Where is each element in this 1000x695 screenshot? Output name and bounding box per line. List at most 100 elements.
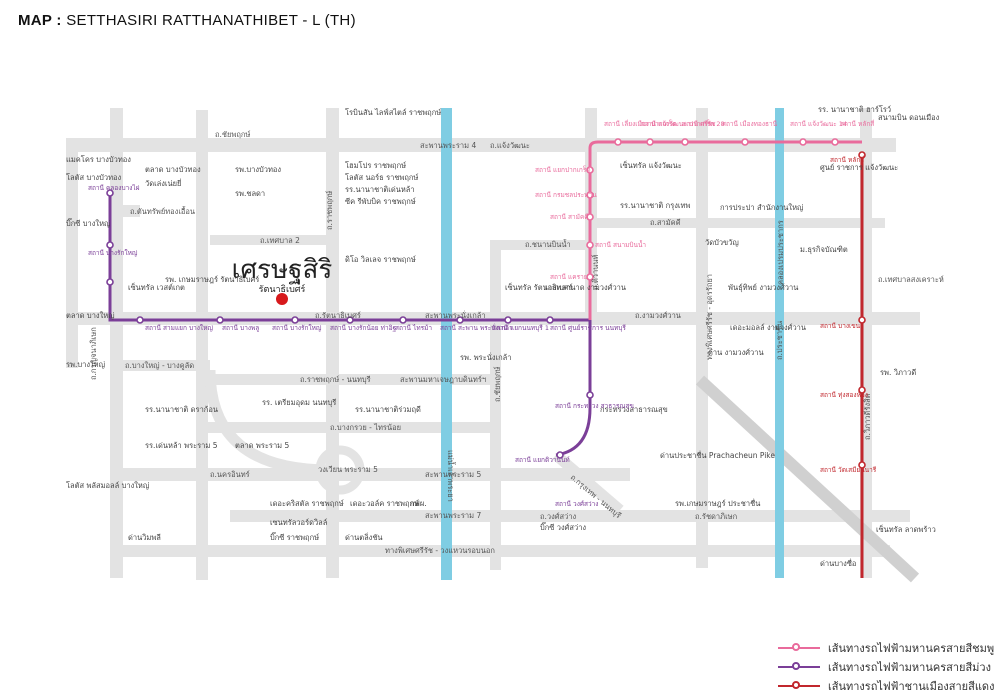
road-label: ทางพิเศษศรีรัช - อุดรรัถยา (705, 274, 714, 360)
poi-label: รพ.ชลดา (235, 189, 265, 198)
road-label: แม่น้ำเจ้าพระยา (446, 450, 456, 502)
station-marker (586, 213, 594, 221)
road-label: ถ.ประชาชื่น (774, 321, 784, 360)
pink-line (588, 140, 862, 320)
road-label: ถ.บางใหญ่ - บางคูลัด (125, 361, 194, 370)
station-marker (681, 138, 689, 146)
road-label: คลองเปรมประชากร (776, 220, 785, 285)
station-marker (586, 241, 594, 249)
poi-label: รพ. วิภาวดี (880, 368, 916, 377)
poi-label: โรบินสัน ไลฟ์สไตล์ ราชพฤกษ์ (345, 108, 441, 117)
station-label: สถานี บางรักใหญ่ (88, 249, 138, 257)
station-label: สถานี กระทรวง สาธารณสุข (555, 402, 634, 410)
road-label: ถ.ตันทรัพย์ทองเอื้อน (130, 206, 195, 216)
poi-label: สนามบิน ดอนเมือง (878, 113, 940, 122)
road-label: สะพานพระราม 7 (425, 511, 481, 520)
station-marker (504, 316, 512, 324)
road-label: ถ.ราชพฤกษ์ (325, 191, 334, 230)
station-marker (216, 316, 224, 324)
station-marker (586, 273, 594, 281)
station-marker (399, 316, 407, 324)
poi-label: ศูนย์ ราชการ แจ้งวัฒนะ (820, 163, 898, 172)
poi-label: เดอะคริสตัล ราชพฤกษ์ (270, 499, 344, 508)
poi-label: ตลาด พระราม 5 (235, 441, 290, 450)
station-label: สถานี วัดเสมียนนารี (820, 466, 877, 474)
road-label: สะพานพระนั่งเกล้า (425, 310, 486, 320)
road-label: ถ.ชัยพฤกษ์ (215, 130, 251, 139)
poi-label: วัดบัวขวัญ (705, 238, 739, 247)
poi-label: โลตัส พลัสมอลล์ บางใหญ่ (66, 481, 149, 490)
station-marker (858, 316, 866, 324)
poi-label: เซ็นทรัล แจ้งวัฒนะ (620, 160, 682, 170)
station-label: สถานี สามแยก บางใหญ่ (145, 324, 213, 332)
station-marker (586, 391, 594, 399)
poi-label: ด่านตลิ่งชัน (345, 532, 383, 542)
poi-label: รร.นานาชาติ ดราก้อน (145, 405, 218, 414)
poi-label: โลตัส บางบัวทอง (66, 173, 122, 182)
station-label: สถานี สะพาน พระนั่งเกล้า (440, 323, 513, 332)
legend-label: เส้นทางรถไฟฟ้ามหานครสายสีม่วง (828, 660, 991, 674)
poi-label: โฮมโปร ราชพฤกษ์ (345, 161, 406, 170)
map-title-name: SETTHASIRI RATTHANATHIBET - L (TH) (66, 12, 356, 29)
purple-line (108, 190, 592, 457)
road-label: ถ.งามวงศ์วาน (635, 311, 681, 320)
legend-label: เส้นทางรถไฟฟ้าชานเมืองสายสีแดง (828, 679, 995, 693)
road-label: ถ.เทศบาลสงเคราะห์ (878, 275, 944, 284)
poi-label: รร.เด่นหล้า พระราม 5 (145, 441, 218, 450)
road-label: ถ.รัชดาภิเษก (695, 512, 737, 521)
road-label: สะพานพระราม 4 (420, 141, 476, 150)
road-label: ถ.วิภาวดีรังสิต (863, 393, 872, 440)
road-label: ทางพิเศษศรีรัช - วงแหวนรอบนอก (385, 546, 495, 555)
road-label: ถ.ราชพฤกษ์ - นนทบุรี (300, 375, 371, 384)
station-label: สถานี วงศ์สว่าง (555, 500, 598, 508)
poi-label: เซ็นทรัล รัตนาธิเบศร์ (505, 282, 573, 292)
station-label: สถานี แจ้งวัฒนะ ปากเกร็ด 28 (640, 119, 725, 128)
poi-label: รร. เตรียมอุดม นนทบุรี (262, 398, 336, 407)
poi-label: กระทรวงสาธารณสุข (600, 405, 668, 414)
poi-label: ด่านวิมพลี (128, 533, 161, 542)
station-label: สถานี กรมชลประทาน (535, 191, 597, 199)
poi-label: รพ.บางใหญ่ (66, 360, 105, 369)
poi-label: รร.นานาชาติเด่นหล้า (345, 185, 415, 194)
road-label: ถ.กาญจนาภิเษก (89, 327, 98, 380)
station-marker (831, 138, 839, 146)
project-logo: เศรษฐสิริ (232, 255, 333, 285)
poi-labels: โรบินสัน ไลฟ์สไตล์ ราชพฤกษ์ โฮมโปร ราชพฤ… (66, 105, 940, 568)
station-label: สถานี บางรักใหญ่ (272, 324, 322, 332)
chao-phraya-river (441, 108, 452, 580)
road-label: ถ.รัตนาธิเบศร์ (315, 311, 361, 320)
road-label: ถ.ชัยพฤกษ์ (493, 366, 502, 402)
station-markers (106, 138, 866, 469)
poi-label: ด่าน งามวงศ์วาน (708, 348, 764, 357)
station-label: สถานี บางพลู (222, 324, 259, 332)
road-label: ถ.เทศบาล 2 (260, 236, 300, 245)
expressway-diagonal (695, 375, 920, 583)
poi-label: เซ็นทรัล เวสต์เกต (128, 282, 185, 292)
poi-label: ด่านบางซื่อ (820, 558, 856, 568)
legend-item-purple: เส้นทางรถไฟฟ้ามหานครสายสีม่วง (778, 657, 994, 676)
poi-label: รร.นานาชาติ กรุงเทพ (620, 201, 690, 210)
legend-label: เส้นทางรถไฟฟ้ามหานครสายสีชมพู (828, 641, 995, 655)
legend-item-red: เส้นทางรถไฟฟ้าชานเมืองสายสีแดง (778, 676, 994, 695)
road-network (66, 108, 920, 580)
station-marker (858, 151, 866, 159)
road-krungthep-nonthaburi (552, 450, 624, 515)
poi-label: ดิโอ วิลเลจ ราชพฤกษ์ (345, 255, 416, 264)
station-marker (456, 316, 464, 324)
road-label: ถ.สามัคคี (650, 218, 681, 227)
station-marker (586, 191, 594, 199)
poi-label: รร.นานาชาติร่วมฤดี (355, 405, 421, 414)
red-line-swatch (778, 680, 820, 689)
poi-label: กฟผ. (410, 499, 427, 508)
pink-line-swatch (778, 642, 820, 651)
station-marker (106, 189, 114, 197)
station-marker (291, 316, 299, 324)
station-marker (614, 138, 622, 146)
station-label: สถานี หลักสี่ (840, 119, 874, 128)
road-label: ถ.ชนานบินน้ำ (525, 239, 571, 249)
station-marker (799, 138, 807, 146)
station-label: สถานี เลี่ยงเมือง ปากเกร็ด (604, 119, 676, 128)
project-location-marker (276, 293, 288, 305)
poi-label: วัดเล่งเน่ยยี่ (145, 178, 181, 188)
